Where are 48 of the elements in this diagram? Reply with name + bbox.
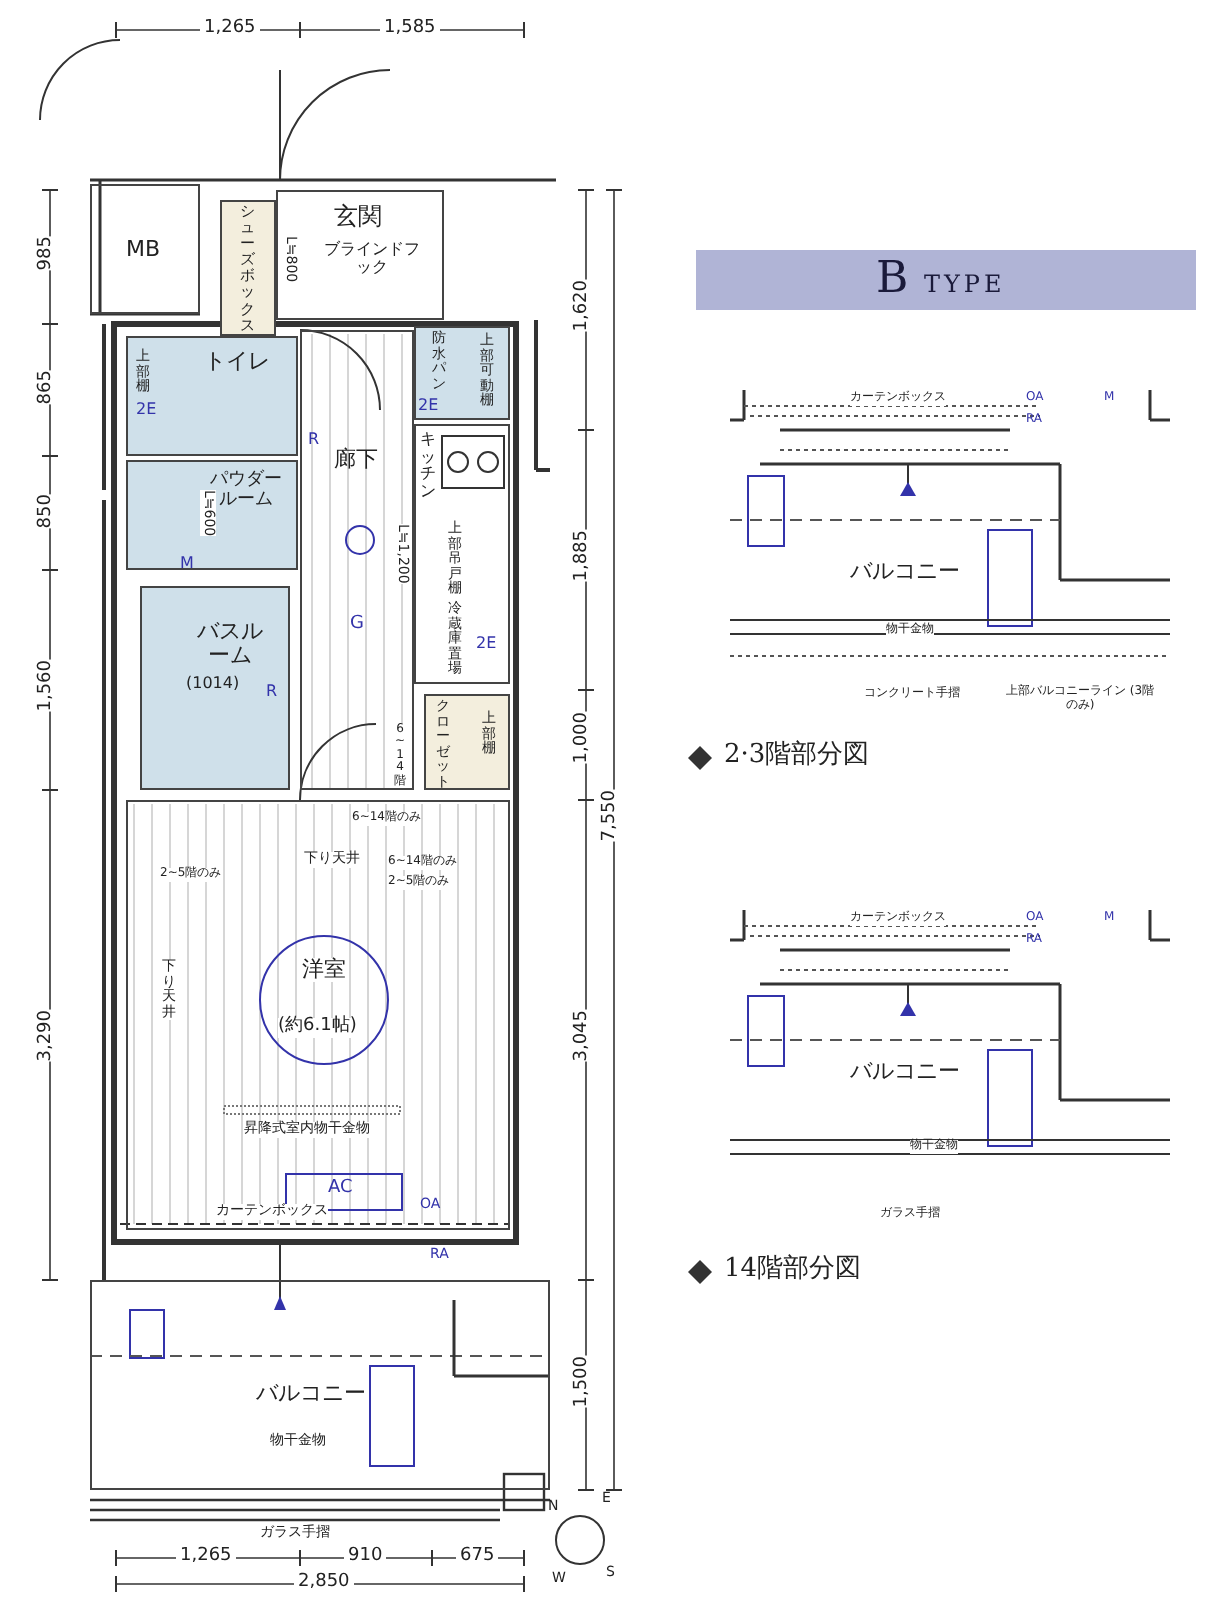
symbol-label: R [266, 684, 278, 702]
room [140, 586, 290, 790]
dimension-label: 1,000 [574, 712, 594, 764]
room-label: バルコニー [850, 560, 960, 585]
symbol-label: M [180, 556, 194, 574]
balcony-area [90, 1280, 550, 1490]
kitchen-area [414, 424, 510, 684]
room-label: 玄関 [334, 204, 382, 231]
room-label: トイレ [204, 350, 270, 375]
room [126, 460, 298, 570]
dimension-label: 3,045 [574, 1010, 594, 1062]
closet [424, 694, 510, 790]
room-label: バスルーム [195, 620, 265, 669]
room-label: バルコニー [256, 1382, 366, 1407]
room-label: 洋室 [302, 958, 346, 983]
symbol-label: G [350, 616, 364, 636]
title-banner [696, 250, 1196, 310]
dimension-label: 1,560 [38, 660, 58, 712]
room-label: バルコニー [850, 1060, 960, 1085]
shoe-cabinet [220, 200, 276, 336]
room [126, 336, 298, 456]
dimension-label: 1,265 [176, 1548, 236, 1568]
symbol-label: 2E [476, 636, 497, 654]
symbol-label: 2E [418, 398, 439, 416]
room-label: (1014) [186, 676, 240, 694]
room-label: MB [126, 238, 161, 263]
dimension-label: 2,850 [294, 1574, 354, 1594]
corridor [300, 330, 414, 790]
dimension-label: 1,620 [574, 280, 594, 332]
dimension-label: 3,290 [38, 1010, 58, 1062]
caption-text: 2·3階部分図 [724, 742, 870, 771]
room-label: (約6.1帖) [278, 1018, 357, 1038]
meter-box-room [90, 184, 200, 314]
room-label: ブラインドフック [322, 242, 422, 278]
laundry-pan-area [414, 326, 510, 420]
dimension-label: 1,265 [200, 20, 260, 40]
dimension-label: 1,885 [574, 530, 594, 582]
room-label: 廊下 [334, 448, 378, 473]
entrance-room [276, 190, 444, 320]
symbol-label: R [308, 432, 320, 450]
symbol-label: AC [328, 1180, 353, 1200]
dimension-label: 7,550 [602, 790, 622, 842]
caption-text: 14階部分図 [724, 1256, 862, 1285]
dimension-label: 1,585 [380, 20, 440, 40]
room-label: キッチン [420, 432, 436, 501]
symbol-label: 2E [136, 402, 157, 420]
title-text: B TYPE [876, 256, 1006, 305]
dimension-label: 1,500 [574, 1356, 594, 1408]
